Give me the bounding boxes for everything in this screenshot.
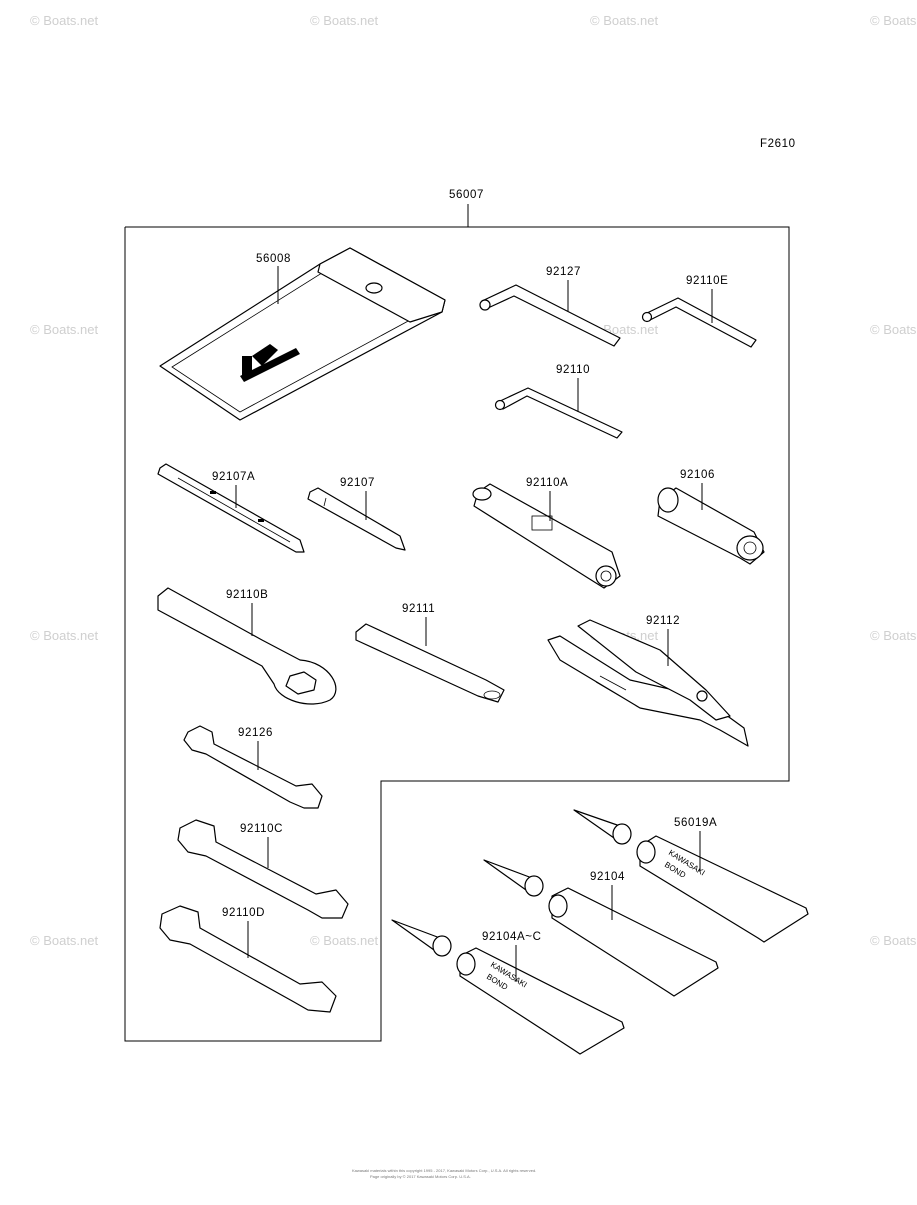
open-wrench-92110D: 92110D [159, 905, 337, 1013]
part-label-92110E[interactable]: 92110E [686, 275, 728, 287]
pliers-grip [595, 675, 627, 697]
watermark: © Boats.net [310, 933, 379, 948]
figure-code: F2610 [760, 138, 796, 150]
socket-part: 92106 [657, 469, 765, 565]
part-label-92111[interactable]: 92111 [402, 603, 435, 615]
part-label-92104[interactable]: 92104 [590, 871, 625, 883]
open-wrench-92110C: 92110C [177, 819, 349, 919]
part-label-92110D[interactable]: 92110D [222, 907, 265, 919]
tool-pouch: 56008 [159, 247, 446, 421]
open-wrench-92126: 92126 [183, 725, 323, 809]
watermark: © Boats.net [870, 322, 917, 337]
bond-tube-92104A-C: KAWASAKI BOND 92104A~C [391, 919, 625, 1055]
box-wrench-b: 92110B [157, 587, 337, 705]
screwdriver-bit: 92107 [307, 477, 406, 551]
part-label-92112[interactable]: 92112 [646, 615, 680, 627]
part-label-92110[interactable]: 92110 [556, 364, 590, 376]
kawasaki-logo [240, 344, 300, 382]
part-label-92110B[interactable]: 92110B [226, 589, 268, 601]
footer-copyright: Kawasaki materials within this copyright… [352, 1168, 536, 1173]
part-label-92126[interactable]: 92126 [238, 727, 273, 739]
socket-wrench-a: 92110A [472, 477, 621, 589]
watermark: © Boats.net [30, 933, 99, 948]
watermark: © Boats.net [870, 628, 917, 643]
watermark: © Boats.net [30, 13, 99, 28]
part-label-92110A[interactable]: 92110A [526, 477, 568, 489]
watermark: © Boats.net [590, 13, 659, 28]
footer-copyright-2: Page originally by © 2017 Kawasaki Motor… [370, 1174, 471, 1179]
hex-wrench-e: 92110E [641, 275, 757, 348]
part-label-92107[interactable]: 92107 [340, 477, 375, 489]
part-label-92110C[interactable]: 92110C [240, 823, 283, 835]
watermark-layer: © Boats.net © Boats.net © Boats.net © Bo… [30, 13, 917, 948]
handle-bar: 92111 [355, 603, 505, 703]
kit-frame: 56007 [124, 189, 790, 1042]
bond-tube-92104: 92104 [483, 859, 719, 997]
watermark: © Boats.net [310, 13, 379, 28]
watermark: © Boats.net [870, 933, 917, 948]
pliers: 92112 [547, 615, 749, 747]
kit-part-number[interactable]: 56007 [449, 189, 484, 201]
part-label-92107A[interactable]: 92107A [212, 471, 255, 483]
part-label-92127[interactable]: 92127 [546, 266, 581, 278]
screwdriver-bit-a: 92107A [157, 463, 305, 553]
bond-tube-56019A: KAWASAKI BOND 56019A [573, 809, 809, 943]
part-label-92106[interactable]: 92106 [680, 469, 715, 481]
watermark: © Boats.net [30, 628, 99, 643]
hex-wrench: 92110 [494, 364, 623, 439]
part-label-56008[interactable]: 56008 [256, 253, 291, 265]
part-label-92104A-C[interactable]: 92104A~C [482, 931, 541, 943]
part-label-56019A[interactable]: 56019A [674, 817, 717, 829]
hex-wrench-large: 92127 [479, 266, 621, 347]
watermark: © Boats.net [870, 13, 917, 28]
watermark: © Boats.net [30, 322, 99, 337]
